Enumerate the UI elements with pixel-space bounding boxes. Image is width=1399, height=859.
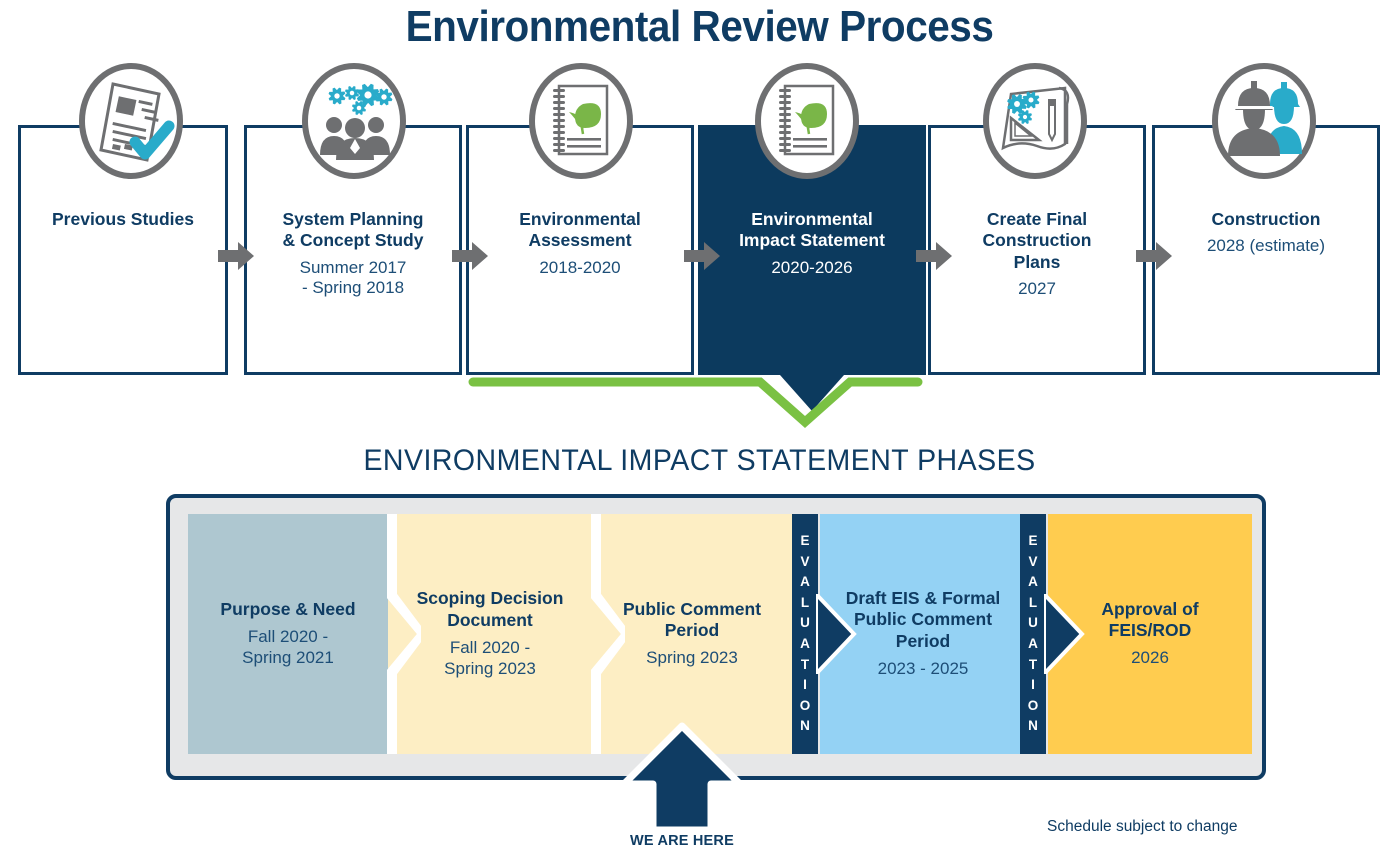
notebook-leaf-icon [529,63,633,179]
evaluation-letter: E [800,533,810,549]
phase-date: Fall 2020 -Spring 2021 [242,627,334,668]
phase-chevron-divider [591,514,625,754]
evaluation-letter: A [1028,574,1038,590]
evaluation-letter: O [799,697,811,713]
evaluation-letter: T [1028,656,1038,672]
phase-chevron-divider [387,514,421,754]
process-step-date: 2020-2026 [771,257,853,277]
document-check-icon [79,63,183,179]
evaluation-right-arrow-icon [1044,594,1085,674]
right-arrow-icon [218,242,254,270]
evaluation-letter: U [1028,615,1038,631]
evaluation-letter: U [800,615,810,631]
phase-date: Spring 2023 [646,648,738,668]
evaluation-right-arrow-icon [816,594,857,674]
evaluation-letter: L [1028,594,1038,610]
process-flow-row: Previous Studies System Planning& Concept… [0,60,1399,411]
evaluation-letter: I [1031,677,1035,693]
construction-workers-icon [1212,63,1316,179]
right-arrow-icon [684,242,720,270]
right-arrow-icon [452,242,488,270]
evaluation-letter: A [1028,636,1038,651]
evaluation-letter: L [800,594,810,610]
people-gears-icon [302,63,406,179]
evaluation-letter: T [800,656,810,672]
phases-heading: ENVIRONMENTAL IMPACT STATEMENT PHASES [363,444,1036,477]
evaluation-letter: N [800,718,810,734]
we-are-here-label: WE ARE HERE [630,833,734,849]
page-title: Environmental Review Process [405,2,994,51]
process-step-date: 2028 (estimate) [1206,236,1326,256]
right-arrow-icon [916,242,952,270]
green-bracket-connector [468,377,923,429]
active-step-pointer [780,375,844,411]
evaluation-letter: N [1028,718,1038,734]
evaluation-letter: A [800,636,810,651]
up-arrow-icon [620,722,744,832]
notebook-leaf-icon [755,63,859,179]
process-step-date: 2027 [1018,279,1056,299]
process-step-title: Construction [1211,209,1321,229]
evaluation-letter: A [800,574,810,590]
footer-note: Schedule subject to change [1047,818,1238,835]
evaluation-letter: I [803,677,807,693]
process-step-title: Previous Studies [52,209,194,229]
phase-date: 2023 - 2025 [877,659,969,679]
process-step-date: Summer 2017- Spring 2018 [299,257,407,298]
blueprint-gears-icon [983,63,1087,179]
evaluation-letter: V [800,553,810,569]
process-step-title: System Planning& Concept Study [282,209,424,251]
phase-date: 2026 [1131,648,1169,668]
phase-title: Purpose & Need [220,599,356,620]
evaluation-letter: O [1027,697,1039,713]
phase-date: Fall 2020 -Spring 2023 [444,638,536,678]
process-step-date: 2018-2020 [539,257,621,277]
evaluation-letter: E [1028,533,1038,549]
right-arrow-icon [1136,242,1172,270]
evaluation-letter: V [1028,553,1038,569]
